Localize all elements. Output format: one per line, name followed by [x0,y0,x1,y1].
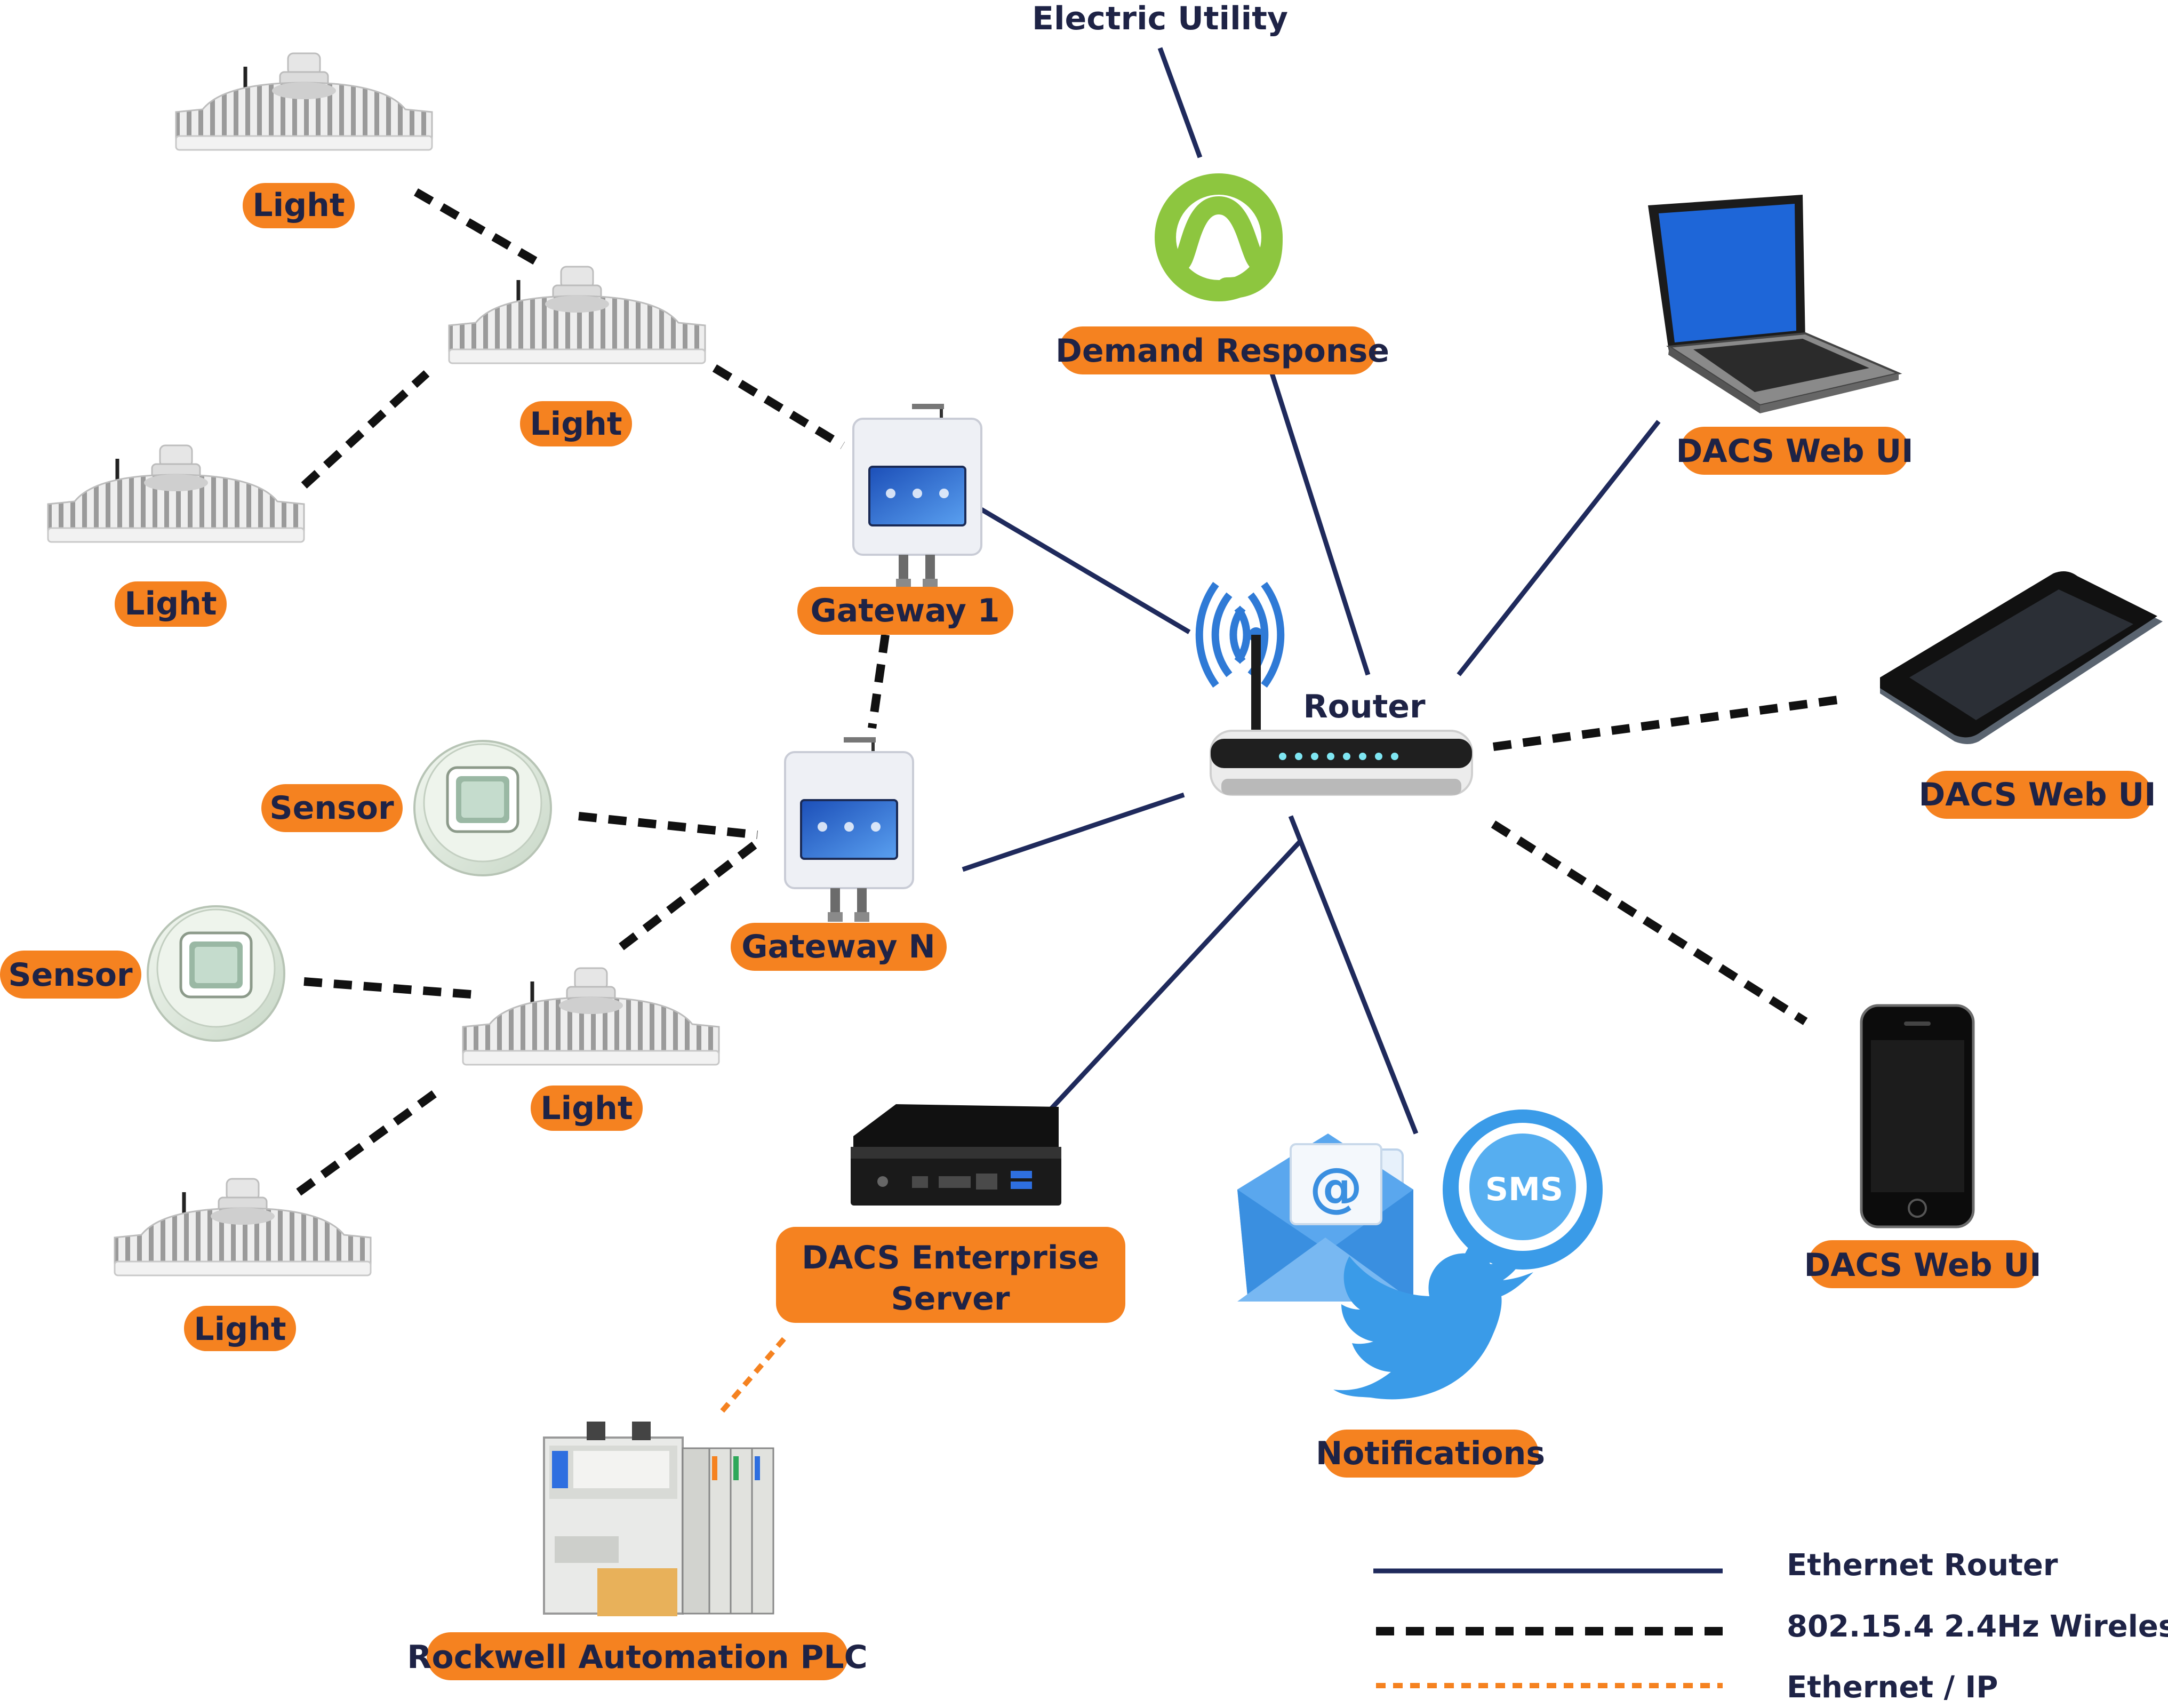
light-2 [449,267,705,363]
web-ui-phone-label: DACS Web UI [1804,1240,2042,1288]
light-1-label: Light [243,183,355,228]
link-router-notifications [1288,815,1419,1135]
legend-ethernet-router-text: Ethernet Router [1787,1548,2058,1583]
link-light1-light2 [413,188,539,265]
gateway-1-text: Gateway 1 [811,592,1000,629]
sensor-2-text: Sensor [8,956,133,994]
occupancy-sensor-icon [148,906,284,1041]
sensor-1 [414,741,551,875]
web-ui-laptop-text: DACS Web UI [1676,433,1913,470]
light-5-text: Light [194,1311,286,1348]
web-ui-phone-text: DACS Web UI [1804,1247,2041,1284]
gateway-n-device [785,737,913,922]
light-3-text: Light [124,585,217,622]
demand-response-text: Demand Response [1055,332,1389,370]
sensor-1-text: Sensor [269,789,394,827]
plc-rack-icon [543,1422,774,1616]
smartphone-icon [1860,1004,1975,1228]
light-2-text: Light [530,405,622,443]
high-bay-light-icon [115,1179,371,1275]
link-gateway1-router [980,507,1191,634]
light-3-label: Light [115,581,227,627]
high-bay-light-icon [176,53,432,150]
link-utility-demand [1157,47,1203,158]
link-server-plc [718,1337,786,1416]
sms-bubble-icon: SMS [1443,1110,1603,1280]
web-ui-tablet-text: DACS Web UI [1918,776,2156,813]
link-gatewayn-router [962,792,1185,872]
occupancy-sensor-icon [414,741,551,875]
legend-wireless-text-b: 2.4Hz Wireless [1944,1609,2168,1644]
link-router-phone [1491,820,1808,1025]
gateway-device-icon [853,404,981,588]
link-sensor2-light4 [303,977,478,999]
link-light5-light4 [296,1090,437,1196]
light-4 [463,968,719,1065]
link-light3-light2 [301,370,430,489]
demand-response-logo-icon [1155,173,1288,301]
mini-server-icon [851,1104,1061,1206]
link-router-laptop [1457,420,1661,676]
laptop-icon [1648,195,1902,413]
email-at-symbol: @ [1309,1156,1363,1218]
high-bay-light-icon [48,445,304,542]
sensor-1-label: Sensor [261,784,403,832]
link-light2-gateway1 [712,364,845,449]
sensor-2-label: Sensor [0,951,141,999]
notifications-text: Notifications [1316,1435,1545,1472]
high-bay-light-icon [449,267,705,363]
light-4-label: Light [531,1086,643,1131]
link-demand-router [1269,372,1371,676]
gateway-device-icon [785,737,913,922]
link-sensor1-gatewayn [578,812,758,839]
gateway-1-label: Gateway 1 [797,587,1013,635]
link-router-tablet [1492,695,1846,751]
tablet-icon [1880,571,2163,744]
electric-utility-label: Electric Utility [1032,0,1288,37]
light-3 [48,445,304,542]
email-icon: @ [1237,1134,1413,1302]
web-ui-laptop-label: DACS Web UI [1676,427,1914,475]
sms-text: SMS [1485,1171,1563,1208]
server-label: DACS Enterprise Server [776,1227,1125,1323]
server-text-line2: Server [891,1280,1010,1318]
gateway-n-text: Gateway N [741,928,935,965]
light-4-text: Light [540,1090,633,1127]
twitter-bird-icon [1333,1251,1533,1400]
web-ui-tablet-label: DACS Web UI [1918,771,2156,819]
router-label: Router [1303,688,1426,725]
light-2-label: Light [520,401,632,446]
gateway-1-device [853,404,981,588]
sensor-2 [148,906,284,1041]
light-1 [176,53,432,150]
light-5 [115,1179,371,1275]
gateway-n-label: Gateway N [731,923,947,971]
demand-response-label: Demand Response [1055,326,1389,374]
legend: Ethernet Router 802.15.4 2.4Hz Wireless … [1373,1548,2168,1705]
plc-text: Rockwell Automation PLC [407,1639,867,1676]
light-5-label: Light [184,1306,296,1351]
light-1-text: Light [252,187,345,224]
notifications-label: Notifications [1316,1430,1545,1478]
link-router-server [1046,838,1303,1114]
wireless-router-icon [1195,581,1473,796]
server-text-line1: DACS Enterprise [802,1239,1099,1276]
high-bay-light-icon [463,968,719,1065]
link-gateway1-gatewayn [868,634,890,729]
plc-label: Rockwell Automation PLC [407,1632,868,1680]
legend-ethernet-ip-text: Ethernet / IP [1787,1670,1998,1705]
legend-wireless-text-a: 802.15.4 [1787,1609,1934,1644]
